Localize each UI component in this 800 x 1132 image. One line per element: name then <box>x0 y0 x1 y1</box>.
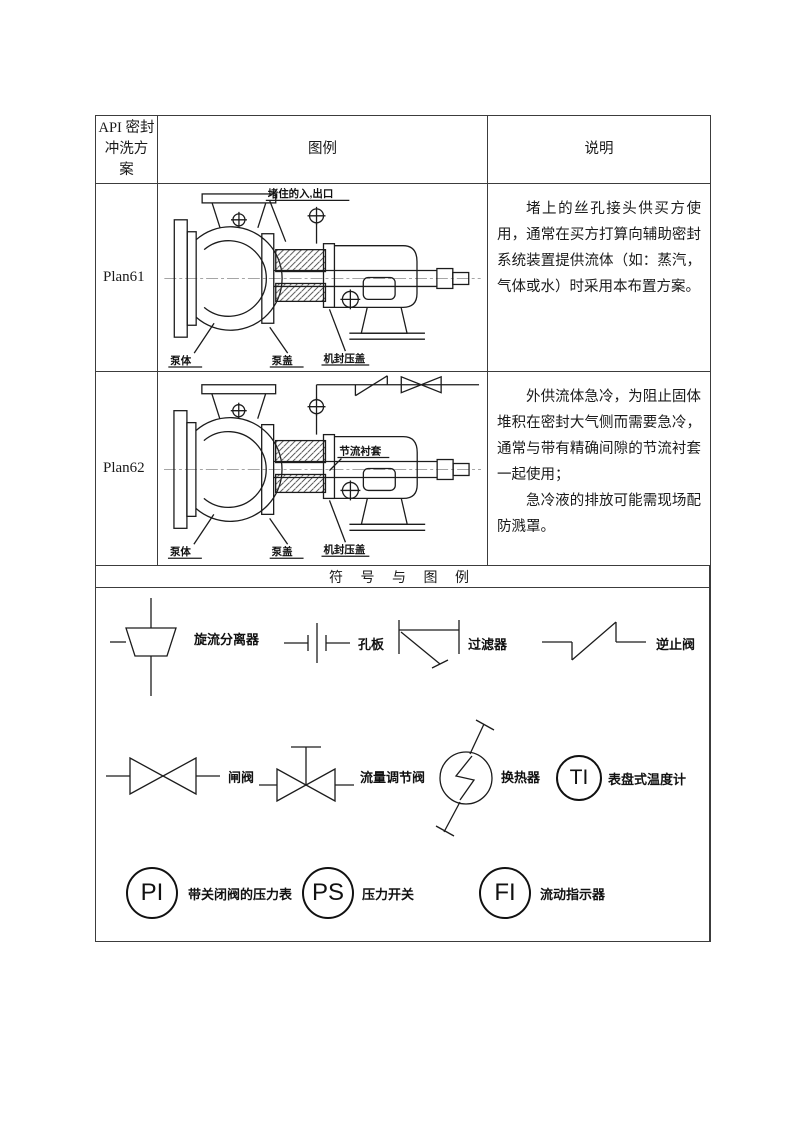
header-description-column: 说明 <box>488 116 710 184</box>
heat-exchanger-icon <box>435 719 495 837</box>
orifice-plate-icon <box>284 623 350 663</box>
pressure-switch-icon: PS <box>302 867 354 919</box>
cyclone-separator-label: 旋流分离器 <box>194 632 260 647</box>
orifice-plate-label: 孔板 <box>358 637 385 652</box>
pressure-gauge-label: 带关闭阀的压力表 <box>188 887 293 902</box>
plan62-description-2: 急冷液的排放可能需现场配防溅罩。 <box>497 493 701 535</box>
plan62-id-cell: Plan62 <box>96 372 158 566</box>
flow-control-valve-label: 流量调节阀 <box>360 770 426 785</box>
pump-body-label: 泵体 <box>170 354 191 367</box>
plan61-diagram-cell: 堵住的入,出口 泵体 泵盖 机封压盖 <box>158 184 488 372</box>
flow-indicator-tag: FI <box>494 879 516 906</box>
dial-thermometer-icon: TI <box>556 755 602 801</box>
plan61-pump-diagram: 堵住的入,出口 泵体 泵盖 机封压盖 <box>158 187 487 368</box>
pump-cover-label: 泵盖 <box>272 354 293 367</box>
check-valve-icon <box>542 621 646 661</box>
pressure-gauge-tag: PI <box>140 879 164 906</box>
symbols-section-title: 符 号 与 图 例 <box>96 566 710 588</box>
header-diagram-column: 图例 <box>158 116 488 184</box>
dial-thermometer-label: 表盘式温度计 <box>608 772 687 787</box>
flow-indicator-label: 流动指示器 <box>540 887 606 902</box>
cyclone-separator-icon <box>110 598 177 696</box>
pressure-gauge-icon: PI <box>126 867 178 919</box>
header-plan-column: API 密封冲洗方案 <box>96 116 158 184</box>
flow-control-valve-icon <box>259 746 354 803</box>
filter-icon <box>398 620 460 669</box>
gate-valve-label: 闸阀 <box>228 770 255 785</box>
plan61-plugged-port-label: 堵住的入,出口 <box>268 187 334 200</box>
filter-label: 过滤器 <box>468 637 508 652</box>
pump-cover-label: 泵盖 <box>272 545 293 558</box>
seal-plan-table: API 密封冲洗方案 图例 说明 Plan61 堵住的入,出口 泵体 泵盖 机封… <box>95 115 711 942</box>
seal-gland-label: 机封压盖 <box>323 543 365 556</box>
symbols-legend-panel: 旋流分离器 孔板 过滤器 <box>96 588 710 941</box>
pressure-switch-label: 压力开关 <box>362 887 415 902</box>
plan62-description-1: 外供流体急冷，为阻止固体堆积在密封大气侧而需要急冷，通常与带有精确间隙的节流衬套… <box>497 389 701 483</box>
check-valve-label: 逆止阀 <box>656 637 696 652</box>
throttle-bushing-label: 节流衬套 <box>339 445 381 458</box>
plan61-id-cell: Plan61 <box>96 184 158 372</box>
thermometer-tag: TI <box>569 766 589 789</box>
gate-valve-icon <box>106 756 220 796</box>
flow-indicator-icon: FI <box>479 867 531 919</box>
pump-body-label: 泵体 <box>170 545 191 558</box>
seal-gland-label: 机封压盖 <box>323 352 365 365</box>
plan61-description-cell: 堵上的丝孔接头供买方使用，通常在买方打算向辅助密封系统装置提供流体（如：蒸汽，气… <box>488 184 710 372</box>
heat-exchanger-label: 换热器 <box>501 770 541 785</box>
pressure-switch-tag: PS <box>311 879 344 906</box>
plan61-description: 堵上的丝孔接头供买方使用，通常在买方打算向辅助密封系统装置提供流体（如：蒸汽，气… <box>497 201 701 295</box>
plan62-pump-diagram: 节流衬套 泵体 泵盖 机封压盖 <box>158 375 487 559</box>
plan62-description-cell: 外供流体急冷，为阻止固体堆积在密封大气侧而需要急冷，通常与带有精确间隙的节流衬套… <box>488 372 710 566</box>
plan62-diagram-cell: 节流衬套 泵体 泵盖 机封压盖 <box>158 372 488 566</box>
